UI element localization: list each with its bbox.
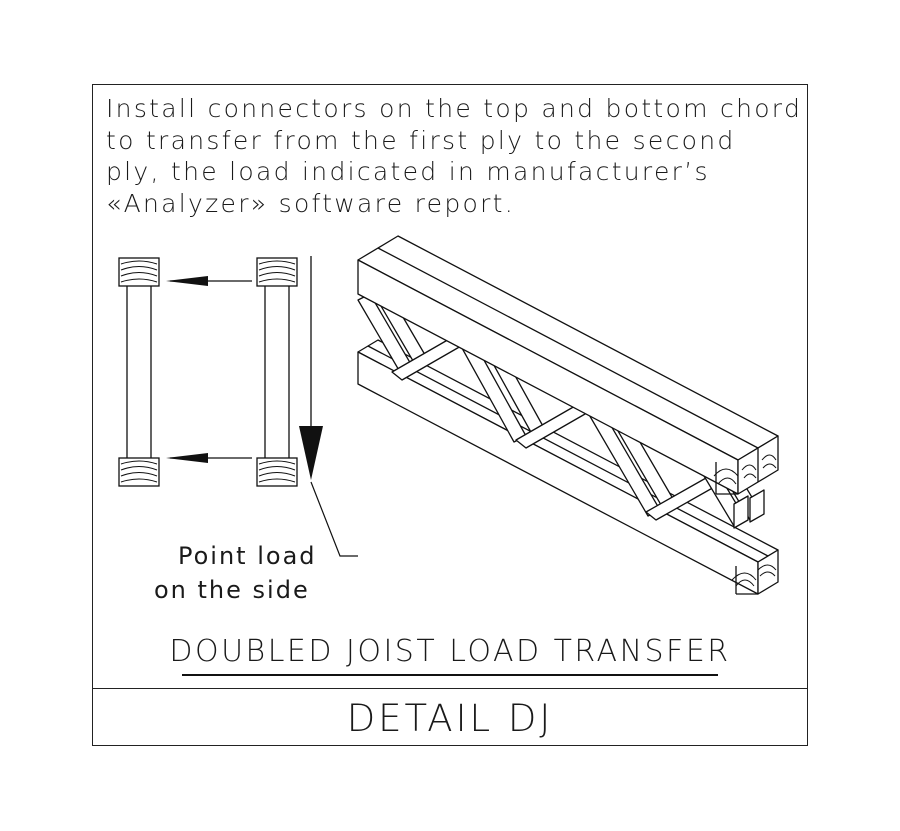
callout-leader <box>310 481 358 557</box>
point-load-callout-line-2: on the side <box>154 576 310 604</box>
note-line-2: to transfer from the first ply to the se… <box>106 125 736 155</box>
note-line-4: «Analyzer» software report. <box>106 188 516 218</box>
drawing-title: DOUBLED JOIST LOAD TRANSFER <box>169 634 731 669</box>
detail-label: DETAIL DJ <box>346 697 554 740</box>
point-load-arrow <box>299 256 323 480</box>
ply-2-section <box>256 257 298 487</box>
title-block-divider <box>92 688 808 689</box>
isometric-joist <box>357 235 779 595</box>
top-transfer-arrowhead <box>166 276 208 286</box>
title-underline <box>182 674 718 676</box>
installation-note: Install connectors on the top and bottom… <box>106 93 806 219</box>
note-line-3: ply, the load indicated in manufacturer’… <box>106 157 710 186</box>
iso-top-chord <box>357 235 779 495</box>
bottom-transfer-arrowhead <box>166 453 208 463</box>
ply-1-section <box>118 257 160 487</box>
transfer-arrows <box>166 276 252 463</box>
note-line-1: Install connectors on the top and bottom… <box>106 94 803 123</box>
point-load-callout-line-1: Point load <box>178 542 317 570</box>
drawing-frame <box>92 84 808 746</box>
